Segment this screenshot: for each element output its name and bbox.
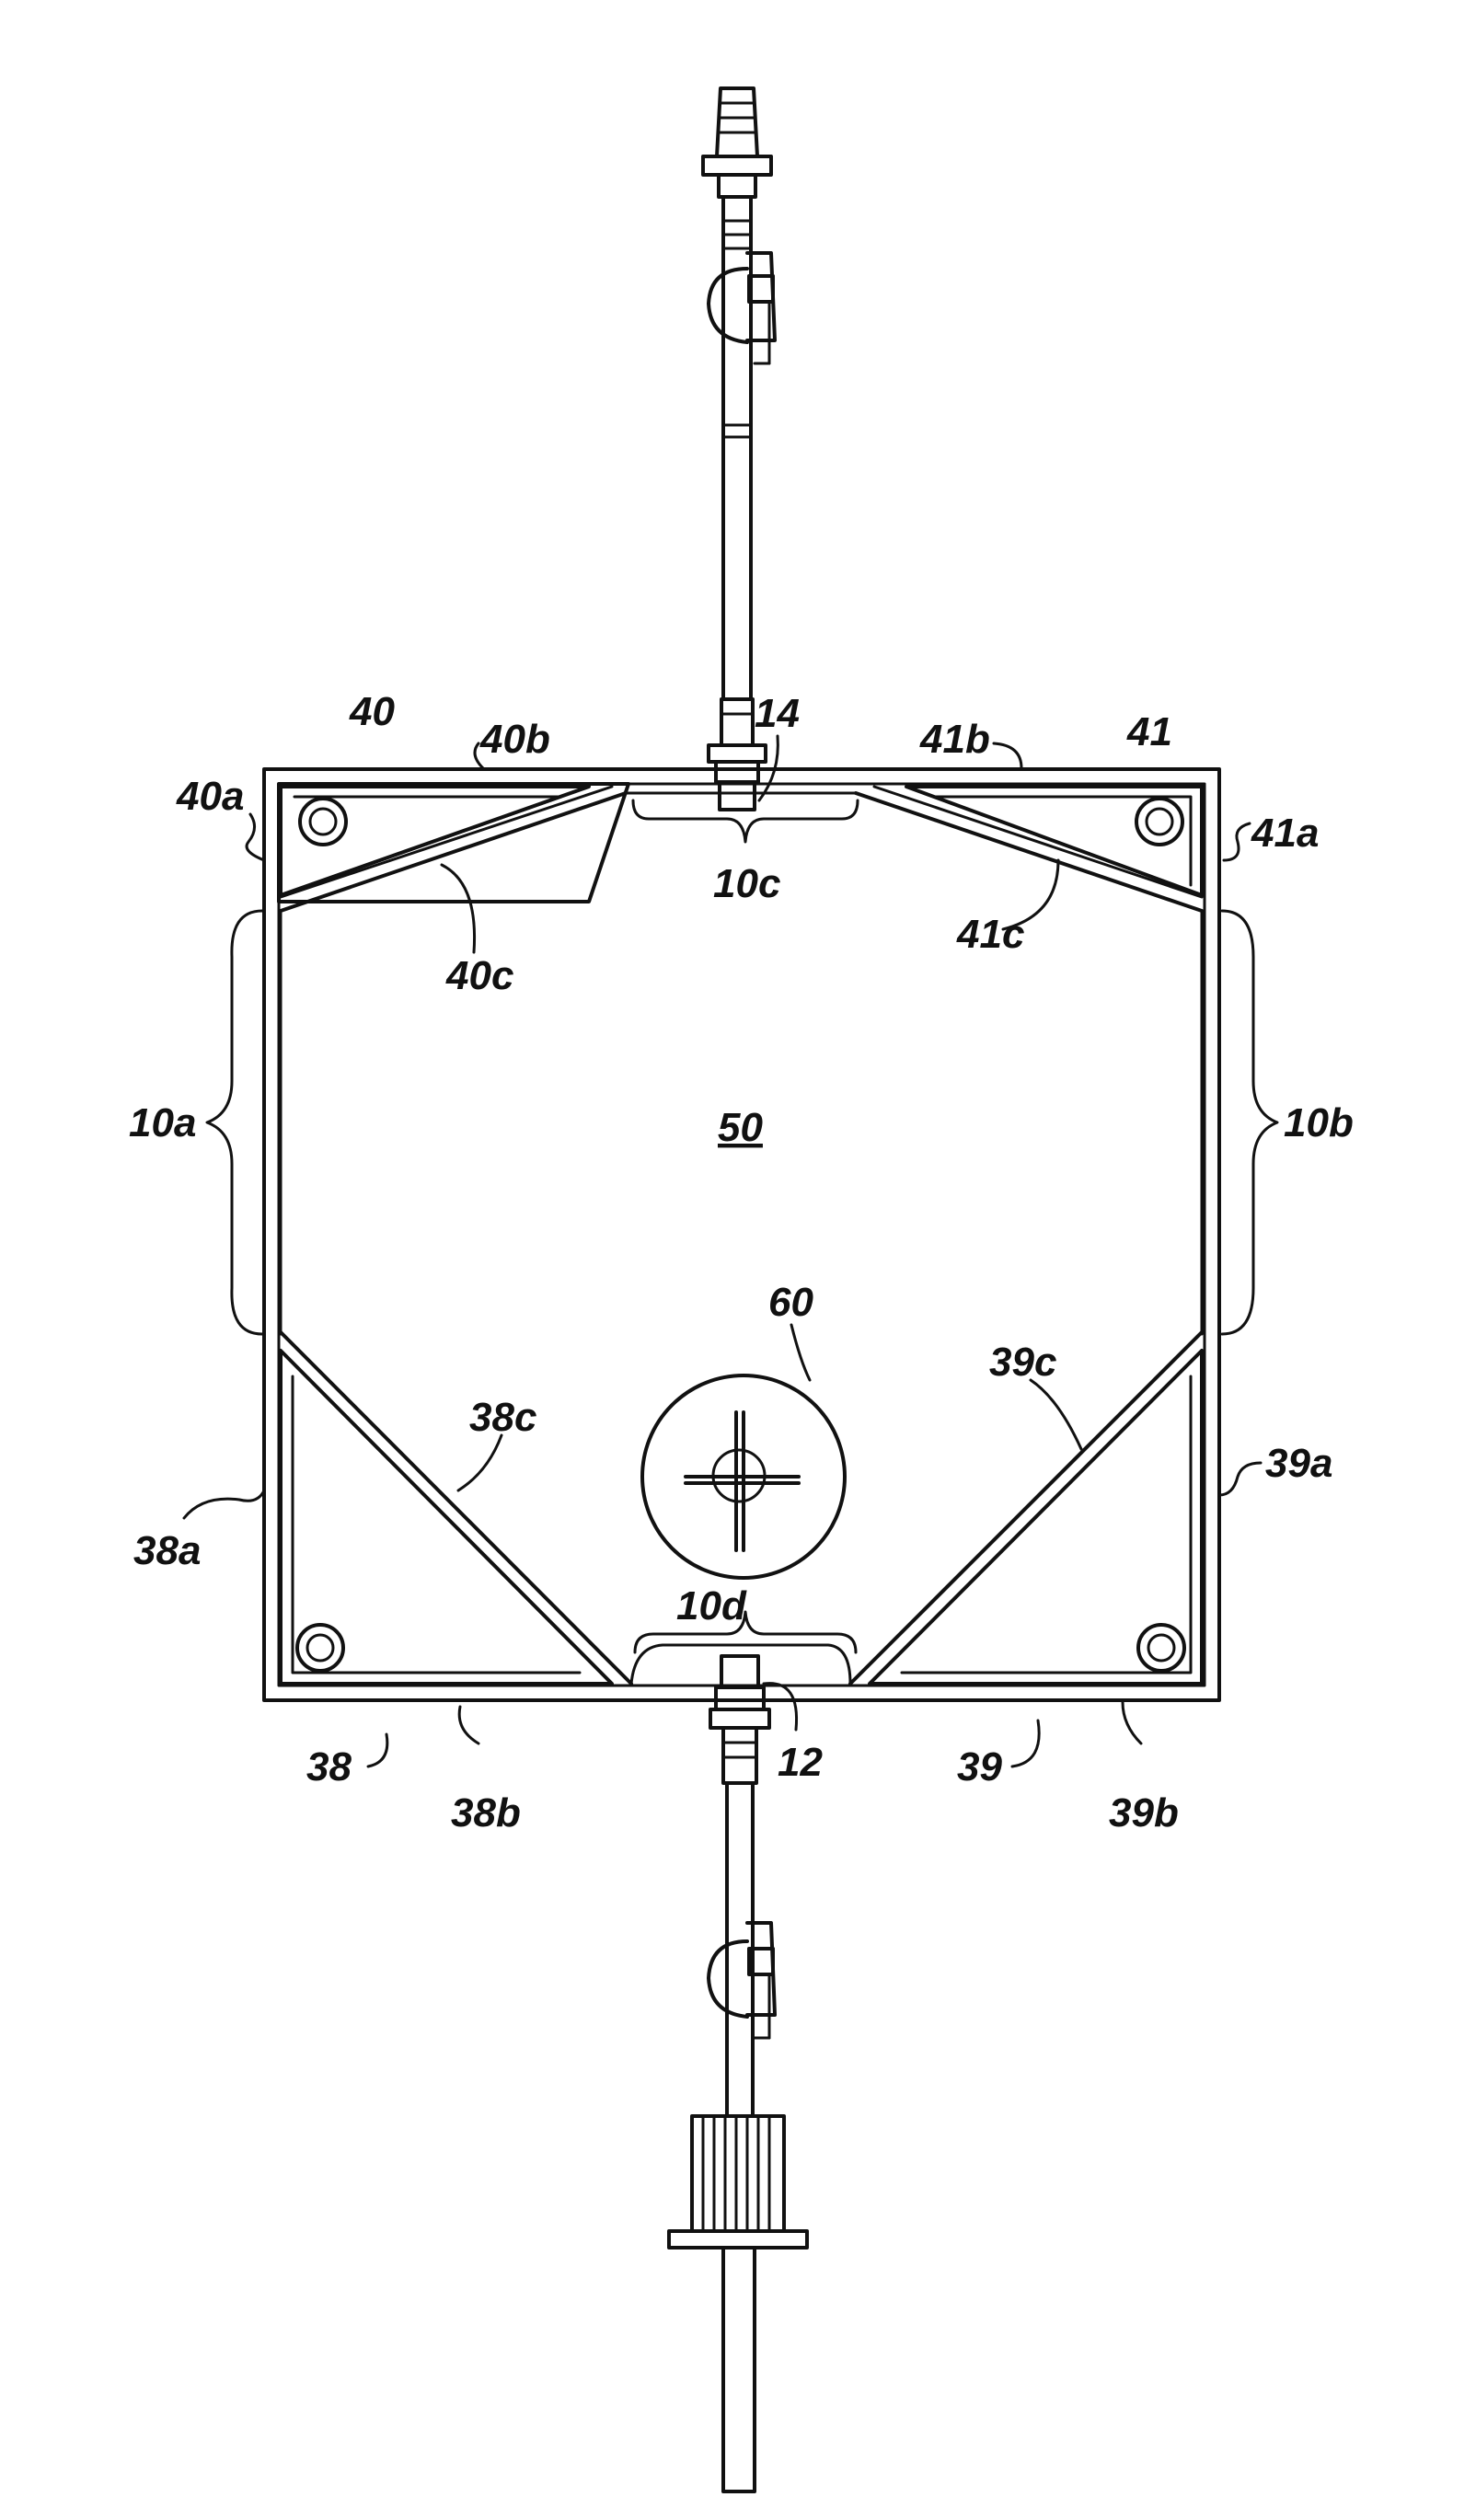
corner-seal-41: [856, 787, 1202, 911]
bag-body: [264, 769, 1219, 1700]
label-41b: 41b: [919, 717, 990, 762]
corner-seal-40: [281, 787, 626, 911]
label-41a: 41a: [1251, 811, 1319, 856]
label-41: 41: [1126, 709, 1172, 754]
label-38c: 38c: [469, 1395, 536, 1440]
corner-seal-39: [850, 1332, 1202, 1684]
label-60: 60: [768, 1280, 813, 1325]
label-38b: 38b: [451, 1790, 521, 1835]
corner-seal-38: [281, 1332, 631, 1684]
label-40c: 40c: [445, 953, 513, 998]
label-40: 40: [349, 689, 395, 734]
reference-labels: 40 40a 40b 40c 14 41 41a 41b 41c 10c 10a…: [129, 689, 1354, 1835]
label-14: 14: [755, 691, 800, 736]
label-10b: 10b: [1284, 1100, 1354, 1145]
label-39: 39: [957, 1744, 1002, 1789]
label-39a: 39a: [1265, 1441, 1332, 1486]
label-39b: 39b: [1109, 1790, 1179, 1835]
label-40a: 40a: [176, 774, 244, 819]
label-50: 50: [718, 1105, 763, 1150]
label-10c: 10c: [713, 861, 780, 906]
label-10a: 10a: [129, 1100, 196, 1145]
label-12: 12: [778, 1740, 823, 1785]
label-41c: 41c: [956, 912, 1024, 957]
label-10d: 10d: [676, 1583, 747, 1628]
label-40b: 40b: [479, 717, 550, 762]
label-38: 38: [306, 1744, 352, 1789]
bottom-port-seal: [631, 1645, 850, 1684]
port-60: [642, 1375, 845, 1578]
label-39c: 39c: [989, 1340, 1056, 1385]
label-38a: 38a: [133, 1528, 201, 1573]
